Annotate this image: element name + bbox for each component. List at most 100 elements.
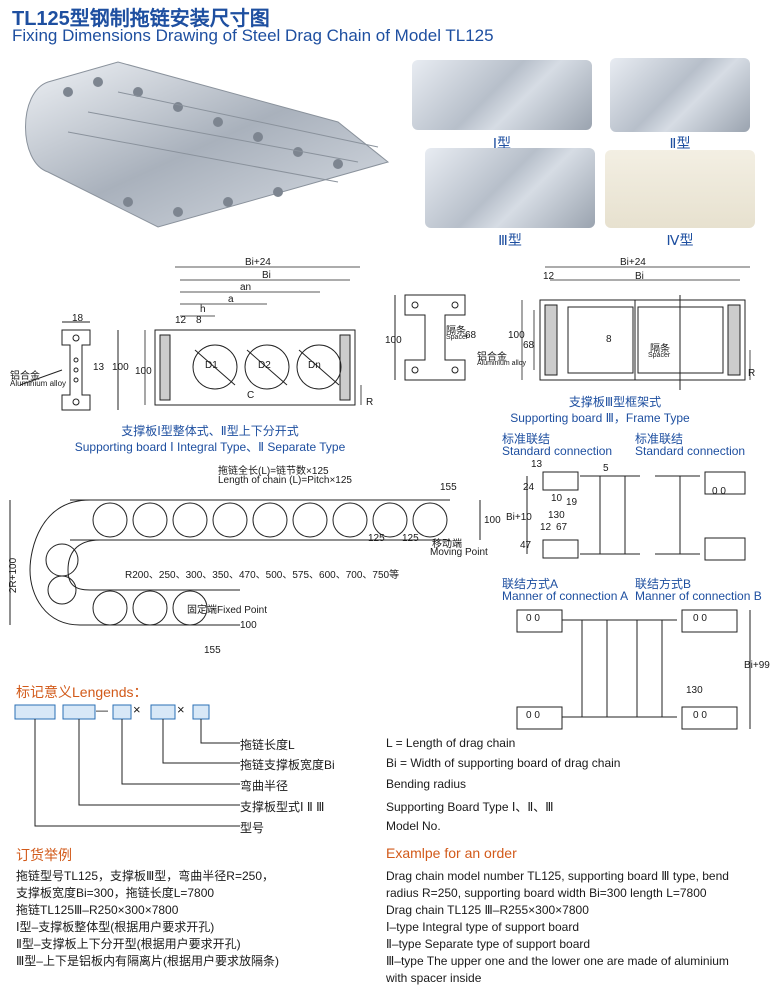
conn-12: 12 [540,522,552,533]
conn-130: 130 [548,510,565,521]
spacer-68: 68 [465,330,477,341]
conn-24: 24 [523,482,535,493]
order-cn-6: Ⅲ型–上下是铝板内有隔离片(根据用户要求放隔条) [16,954,279,968]
mb-cn: 联结方式B [635,577,692,591]
support-board-1-2-drawing [144,266,362,406]
type-2-photo [610,58,750,132]
legend-diagram [14,704,240,827]
aluminium-part-drawing [19,321,119,411]
dim-a: a [228,294,234,305]
legend-x1: × [133,702,141,717]
spacer-cn: 隔条 [446,326,466,337]
order-cn-2: 支撑板宽度Bi=300，拖链长度L=7800 [16,886,215,900]
spacer-100: 100 [385,335,402,346]
moving-cn: 移动端 [432,539,462,550]
conn-19: 19 [566,497,578,508]
legend-title: 标记意义Lengends： [16,684,148,700]
std1-cn: 标准联结 [502,432,551,446]
b3-100: 100 [508,330,525,341]
chain-125-a: 125 [368,533,385,544]
spacer-material-en: Aluminium alloy [477,360,527,367]
order-en-5: Ⅱ–type Separate type of support board [386,937,591,951]
legend-cn-4: 支撑板型式Ⅰ Ⅱ Ⅲ [240,800,325,814]
type-3-label: Ⅲ型 [498,232,522,248]
b3-bi: Bi [635,271,644,282]
page-subtitle: Fixing Dimensions Drawing of Steel Drag … [12,26,494,45]
spacer-drawing [394,294,466,381]
legend-en-3: Bending radius [386,777,467,791]
chain-2r100: 2R+100 [8,557,20,594]
dim-bi: Bi [262,270,271,281]
legend-cn-2: 拖链支撑板宽度Bi [240,758,335,772]
chain-side-drawing [9,499,481,626]
order-en-7: with spacer inside [386,971,482,985]
legend-en-4: Supporting Board Type Ⅰ、Ⅱ、Ⅲ [386,800,554,814]
board3-caption-cn: 支撑板Ⅲ型框架式 [568,395,662,409]
order-cn-title: 订货举例 [16,847,72,863]
b3-spacer-cn: 隔条 [650,344,670,355]
moving-en: Moving Point [430,547,488,558]
conn-5: 5 [603,463,609,474]
chain-125-b: 125 [402,533,419,544]
type-4-photo [605,150,755,228]
material-cn: 铝合金 [10,371,40,382]
conn-10: 10 [551,493,563,504]
chain-100-right: 100 [484,515,501,526]
board12-caption-cn: 支撑板Ⅰ型整体式、Ⅱ型上下分开式 [121,424,299,438]
mb-en: Manner of connection B [635,589,762,603]
dim-12: 12 [175,315,187,326]
order-cn-5: Ⅱ型–支撑板上下分开型(根据用户要求开孔) [16,937,241,951]
mb-slot-2: 0 0 [693,710,707,721]
conn-bi99: Bi+99 [744,660,770,671]
legend-dash: — [96,703,108,717]
page-title: TL125型钢制拖链安装尺寸图 [12,8,270,30]
ma-en: Manner of connection A [502,589,629,603]
conn-13: 13 [531,459,543,470]
b3-bi24: Bi+24 [620,257,646,268]
legend-cn-5: 型号 [240,821,265,835]
order-en-1: Drag chain model number TL125, supportin… [386,869,729,883]
chain-155-bottom: 155 [204,645,221,656]
label-dn: Dn [308,360,321,371]
conn-slot-1: 0 0 [712,486,726,497]
label-c: C [247,390,255,401]
chain-100-fixed: 100 [240,620,257,631]
dim-100: 100 [112,362,129,373]
type-4-label: Ⅳ型 [666,232,694,248]
b3-8: 8 [606,334,612,345]
conn-bi10: Bi+10 [506,512,532,523]
dim-13: 13 [93,362,105,373]
label-d2: D2 [258,360,271,371]
label-r: R [366,397,374,408]
dim-100-b1: 100 [135,366,152,377]
radius-list: R200、250、300、350、470、500、575、600、700、750… [125,570,400,581]
chain-length-en: Length of chain (L)=Pitch×125 [218,475,352,486]
type-2-label: Ⅱ型 [669,135,691,151]
std1-en: Standard connection [502,444,613,458]
label-d1: D1 [205,360,218,371]
ma-cn: 联结方式A [502,577,559,591]
dim-bi24: Bi+24 [245,257,271,268]
manner-connection-drawing [516,609,751,730]
board12-caption-en: Supporting board Ⅰ Integral Type、Ⅱ Separ… [74,440,346,454]
b3-r: R [748,368,756,379]
conn-67: 67 [556,522,568,533]
order-cn-4: Ⅰ型–支撑板整体型(根据用户要求开孔) [16,920,215,934]
b3-12: 12 [543,271,555,282]
std2-cn: 标准联结 [635,432,684,446]
legend-cn-3: 弯曲半径 [240,779,289,793]
fixed-point: 固定端Fixed Point [187,605,268,616]
legend-en-5: Model No. [386,819,441,833]
type-1-photo [412,60,592,130]
mb-slot-1: 0 0 [693,613,707,624]
dim-8: 8 [196,315,202,326]
order-en-4: Ⅰ–type Integral type of support board [386,920,579,934]
material-en: Aluminium alloy [10,379,67,388]
support-board-3-drawing [521,266,751,390]
dim-an: an [240,282,252,293]
legend-en-1: L = Length of drag chain [386,736,516,750]
spacer-en: Spacer [446,334,469,341]
order-en-6: Ⅲ–type The upper one and the lower one a… [386,954,729,968]
spacer-material-cn: 铝合金 [477,352,507,363]
chain-length-cn: 拖链全长(L)=链节数×125 [218,466,329,477]
